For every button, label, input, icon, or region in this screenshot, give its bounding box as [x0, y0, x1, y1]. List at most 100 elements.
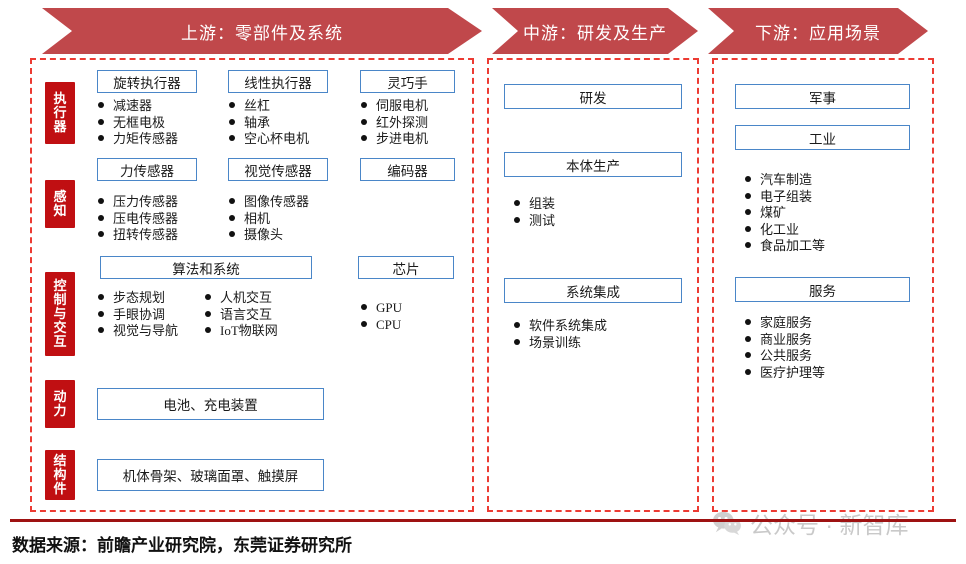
box-military: 军事	[735, 84, 910, 109]
list-item: 减速器	[98, 98, 178, 115]
list-rotary-actuator: 减速器 无框电极 力矩传感器	[98, 98, 178, 148]
watermark: 公众号 · 新智库	[712, 506, 908, 540]
bullet-dot	[98, 310, 104, 317]
box-rd: 研发	[504, 84, 682, 109]
banner-upstream-label: 上游：零部件及系统	[181, 23, 343, 43]
wechat-icon	[713, 511, 741, 536]
list-item: 语言交互	[205, 307, 278, 324]
bullet-dot	[229, 198, 235, 204]
list-item: 扭转传感器	[98, 227, 178, 244]
box-force-sensor: 力传感器	[97, 158, 197, 181]
bullet-dot	[514, 216, 520, 223]
list-item: 商业服务	[745, 332, 825, 349]
bullet-dot	[98, 198, 104, 204]
category-label-actuator: 执行器	[45, 82, 75, 144]
list-item: CPU	[361, 317, 402, 334]
box-dexterous-hand: 灵巧手	[360, 70, 455, 93]
box-vision-sensor: 视觉传感器	[228, 158, 328, 181]
box-body-production: 本体生产	[504, 152, 682, 177]
bullet-dot	[361, 102, 367, 108]
bullet-dot	[229, 118, 235, 125]
bullet-dot	[514, 338, 520, 345]
bullet-dot	[361, 135, 367, 141]
bullet-dot	[98, 231, 104, 237]
list-item: 测试	[514, 213, 555, 230]
bullet-dot	[514, 322, 520, 328]
category-label-perception: 感知	[45, 180, 75, 228]
list-item: 图像传感器	[229, 194, 309, 211]
list-algorithm-left: 步态规划 手眼协调 视觉与导航	[98, 290, 178, 340]
list-item: 无框电极	[98, 115, 178, 132]
category-label-power: 动力	[45, 380, 75, 428]
list-item: 家庭服务	[745, 315, 825, 332]
bullet-dot	[205, 310, 211, 317]
list-item: GPU	[361, 300, 402, 317]
bullet-dot	[745, 352, 751, 358]
box-algorithm-system: 算法和系统	[100, 256, 312, 279]
banner-midstream-label: 中游：研发及生产	[523, 23, 667, 43]
banner-upstream: 上游：零部件及系统	[42, 8, 482, 54]
list-item: 压力传感器	[98, 194, 178, 211]
list-item: 压电传感器	[98, 211, 178, 228]
list-body-production: 组装 测试	[514, 196, 555, 229]
list-item: 视觉与导航	[98, 323, 178, 340]
bullet-dot	[745, 368, 751, 375]
list-item: 电子组装	[745, 189, 825, 206]
list-industry: 汽车制造 电子组装 煤矿 化工业 食品加工等	[745, 172, 825, 255]
bullet-dot	[745, 192, 751, 199]
bullet-dot	[98, 327, 104, 333]
banner-downstream: 下游：应用场景	[708, 8, 928, 54]
list-dexterous-hand: 伺服电机 红外探测 步进电机	[361, 98, 428, 148]
watermark-label: 公众号 · 新智库	[750, 512, 909, 538]
list-item: 步进电机	[361, 131, 428, 148]
list-item: 红外探测	[361, 115, 428, 132]
bullet-dot	[745, 225, 751, 232]
box-structure-parts: 机体骨架、玻璃面罩、触摸屏	[97, 459, 324, 491]
bullet-dot	[205, 327, 211, 333]
box-battery-charging: 电池、充电装置	[97, 388, 324, 420]
bullet-dot	[745, 176, 751, 182]
list-service: 家庭服务 商业服务 公共服务 医疗护理等	[745, 315, 825, 381]
data-source-text: 数据来源：前瞻产业研究院，东莞证券研究所	[12, 536, 352, 555]
list-item: 步态规划	[98, 290, 178, 307]
category-label-control: 控制与交互	[45, 272, 75, 356]
box-industry: 工业	[735, 125, 910, 150]
list-item: 相机	[229, 211, 309, 228]
list-system-integration: 软件系统集成 场景训练	[514, 318, 607, 351]
bullet-dot	[229, 231, 235, 237]
list-linear-actuator: 丝杠 轴承 空心杯电机	[229, 98, 309, 148]
bullet-dot	[229, 135, 235, 141]
list-item: 场景训练	[514, 335, 607, 352]
list-item: 摄像头	[229, 227, 309, 244]
list-item: 组装	[514, 196, 555, 213]
bullet-dot	[745, 242, 751, 248]
bullet-dot	[98, 214, 104, 221]
box-rotary-actuator: 旋转执行器	[97, 70, 197, 93]
list-item: IoT物联网	[205, 323, 278, 340]
list-item: 人机交互	[205, 290, 278, 307]
list-item: 伺服电机	[361, 98, 428, 115]
box-linear-actuator: 线性执行器	[228, 70, 328, 93]
list-item: 医疗护理等	[745, 365, 825, 382]
list-algorithm-right: 人机交互 语言交互 IoT物联网	[205, 290, 278, 340]
footer-divider	[10, 519, 956, 522]
bullet-dot	[361, 304, 367, 310]
list-item: 丝杠	[229, 98, 309, 115]
list-force-sensor: 压力传感器 压电传感器 扭转传感器	[98, 194, 178, 244]
bullet-dot	[205, 294, 211, 300]
box-service: 服务	[735, 277, 910, 302]
bullet-dot	[361, 320, 367, 327]
box-chip: 芯片	[358, 256, 454, 279]
bullet-dot	[745, 319, 751, 325]
bullet-dot	[98, 135, 104, 141]
bullet-dot	[361, 118, 367, 125]
bullet-dot	[229, 102, 235, 108]
bullet-dot	[98, 102, 104, 108]
list-item: 力矩传感器	[98, 131, 178, 148]
list-item: 汽车制造	[745, 172, 825, 189]
list-vision-sensor: 图像传感器 相机 摄像头	[229, 194, 309, 244]
list-chip: GPU CPU	[361, 300, 402, 333]
list-item: 空心杯电机	[229, 131, 309, 148]
bullet-dot	[514, 200, 520, 206]
